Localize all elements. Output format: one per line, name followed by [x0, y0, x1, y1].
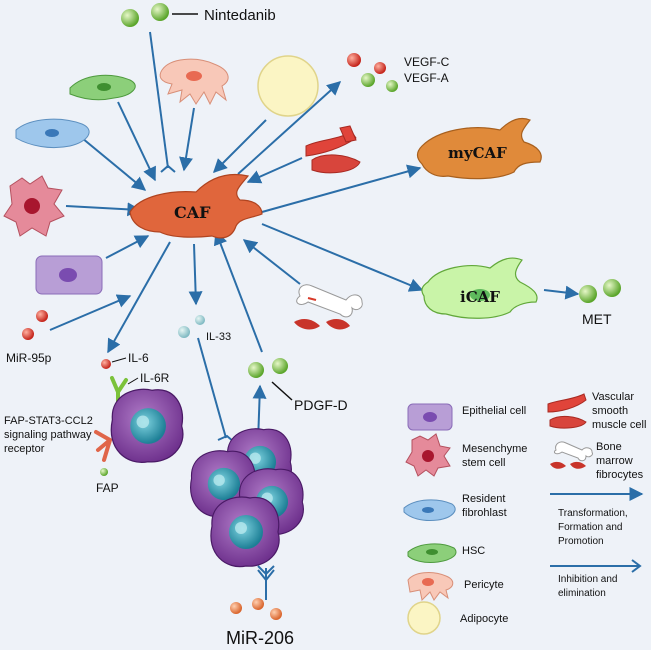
icaf-label: iCAF [460, 288, 500, 306]
bone-marrow-fibrocyte-icon [294, 284, 363, 330]
svg-text:Resident: Resident [462, 493, 505, 505]
arrow-bone-to-caf [242, 239, 301, 285]
svg-text:Adipocyte: Adipocyte [460, 613, 508, 625]
vegf-a-label: VEGF-A [404, 71, 449, 85]
svg-text:marrow: marrow [596, 455, 633, 467]
arrow-msc-to-caf [65, 202, 142, 217]
arrow-hsc-to-caf [117, 101, 156, 182]
legend-adipocyte: Adipocyte [407, 601, 508, 635]
legend-vsmc: Vascular smooth muscle cell [547, 391, 646, 431]
svg-text:HSC: HSC [462, 545, 485, 557]
svg-text:muscle cell: muscle cell [592, 419, 646, 431]
met-label: MET [582, 311, 612, 327]
resident-fibroblast-icon [15, 118, 90, 149]
arrow-pericyte-to-caf [179, 107, 195, 172]
mycaf-label: myCAF [448, 144, 507, 162]
svg-text:Formation and: Formation and [558, 522, 622, 533]
nintedanib-molecules: Nintedanib [121, 3, 276, 27]
legend-hsc: HSC [407, 543, 485, 563]
mir206-label: MiR-206 [226, 628, 294, 648]
il6r-label: IL-6R [140, 371, 170, 385]
arrow-caf-to-il6 [107, 241, 171, 354]
tumor-cell-single [110, 388, 184, 463]
fap-pathway-line1: FAP-STAT3-CCL2 [4, 415, 93, 427]
il6-label: IL-6 [128, 351, 149, 365]
legend-pericyte: Pericyte [407, 572, 504, 602]
inhibit-nintedanib-caf [149, 31, 169, 169]
arrow-pdgfd-to-caf [213, 230, 263, 353]
mir95p-molecules: MiR-95p [6, 310, 52, 365]
hsc-icon [69, 74, 136, 101]
arrow-mir95p-to-caf [49, 294, 132, 331]
caf-cell: CAF [129, 173, 263, 239]
fap-label: FAP [96, 481, 119, 495]
arrow-resident-to-caf [81, 137, 147, 191]
svg-text:Inhibition and: Inhibition and [558, 574, 618, 585]
arrow-epithelial-to-caf [105, 235, 150, 259]
nintedanib-label: Nintedanib [204, 7, 276, 24]
pericyte-icon [159, 58, 229, 106]
svg-text:smooth: smooth [592, 405, 628, 417]
svg-text:elimination: elimination [558, 588, 606, 599]
legend: Epithelial cell Mesenchyme stem cell Res… [403, 391, 646, 635]
svg-text:Bone: Bone [596, 441, 622, 453]
fap-receptor: FAP-STAT3-CCL2 signaling pathway recepto… [4, 415, 119, 495]
icaf-cell: iCAF [421, 257, 538, 319]
pdgfd-molecules: PDGF-D [248, 358, 348, 413]
mesenchyme-stem-cell-icon [3, 175, 65, 237]
arrow-caf-to-il33 [188, 243, 203, 306]
pdgfd-label: PDGF-D [294, 397, 348, 413]
inhibition-lines [149, 31, 275, 600]
vascular-smooth-muscle-icon [305, 125, 361, 174]
legend-inhibit: Inhibition and elimination [550, 559, 642, 599]
legend-msc: Mesenchyme stem cell [405, 433, 527, 477]
tumor-cell-cluster [190, 428, 304, 568]
met-molecules: MET [579, 279, 621, 327]
promotion-arrows [49, 81, 580, 443]
il33-label: IL-33 [206, 331, 231, 343]
mir95p-label: MiR-95p [6, 351, 52, 365]
svg-text:stem cell: stem cell [462, 457, 505, 469]
fap-pathway-line3: receptor [4, 443, 45, 455]
arrow-caf-to-icaf [261, 223, 424, 292]
arrow-adipocyte-to-caf [213, 119, 267, 173]
mir206-molecules: MiR-206 [226, 569, 294, 648]
legend-transform: Transformation, Formation and Promotion [550, 487, 644, 547]
svg-text:Vascular: Vascular [592, 391, 634, 403]
legend-epithelial: Epithelial cell [407, 403, 526, 431]
epithelial-cell-icon [35, 255, 103, 295]
legend-resident: Resident fibrohlast [403, 493, 507, 521]
svg-text:Epithelial cell: Epithelial cell [462, 405, 526, 417]
caf-label: CAF [174, 203, 211, 222]
il6-molecules: IL-6 IL-6R [101, 351, 170, 406]
vegf-molecules: VEGF-C VEGF-A [347, 53, 450, 92]
svg-text:Mesenchyme: Mesenchyme [462, 443, 527, 455]
svg-text:Promotion: Promotion [558, 536, 604, 547]
inhibit-il33-tumor [197, 337, 227, 439]
mycaf-cell: myCAF [416, 117, 542, 180]
svg-text:Transformation,: Transformation, [558, 508, 628, 519]
arrow-icaf-to-met [543, 285, 580, 300]
svg-text:fibrohlast: fibrohlast [462, 507, 507, 519]
il33-molecules: IL-33 [178, 315, 231, 343]
arrow-caf-to-mycaf [261, 164, 422, 213]
svg-text:Pericyte: Pericyte [464, 579, 504, 591]
arrow-caf-to-vegf [237, 81, 342, 175]
svg-text:fibrocytes: fibrocytes [596, 469, 644, 481]
vegf-c-label: VEGF-C [404, 55, 450, 69]
adipocyte-icon [257, 55, 319, 117]
legend-bone: Bone marrow fibrocytes [550, 441, 644, 481]
fap-pathway-line2: signaling pathway [4, 429, 92, 441]
arrow-vsmc-to-caf [246, 157, 303, 184]
